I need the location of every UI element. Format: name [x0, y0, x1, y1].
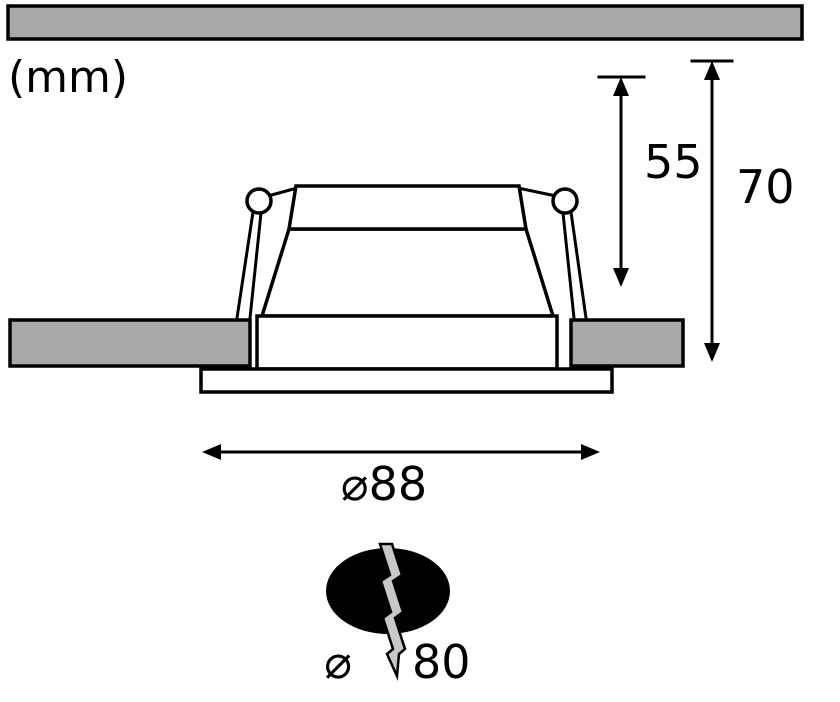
spring-wire [235, 210, 255, 320]
spring-wire [561, 211, 576, 320]
ceiling-panel [6, 4, 804, 41]
spring-wire [569, 210, 588, 320]
ceiling-cutout-view: ⌀ 80 [324, 542, 471, 689]
dimension-value: 55 [644, 135, 703, 189]
arrowhead-up-icon [613, 77, 629, 96]
spring-arm-left [266, 186, 299, 198]
cutout-diameter-value: 80 [412, 635, 471, 689]
housing-base [255, 314, 559, 371]
dimension-value: ⌀88 [341, 457, 427, 511]
cutout-diameter-symbol: ⌀ [324, 635, 352, 689]
downlight-cross-section [8, 184, 685, 394]
units-label: (mm) [8, 52, 128, 103]
trim-flange [199, 367, 614, 394]
reflector-cone [259, 227, 556, 318]
spring-pivot-right [551, 187, 579, 215]
arrowhead-right-icon [581, 444, 600, 460]
ceiling-cutaway-right [569, 318, 685, 368]
spring-arm-right [516, 186, 558, 198]
spring-wire [248, 211, 263, 320]
arrowhead-up-icon [704, 61, 720, 80]
lightning-bolt-icon [378, 542, 407, 681]
spring-pivot-left [245, 187, 273, 215]
arrowhead-down-icon [704, 343, 720, 362]
arrowhead-left-icon [202, 444, 221, 460]
dimension-bezel-diameter: ⌀88 [202, 444, 600, 511]
dimension-recess-depth: 55 [597, 75, 703, 287]
housing-top-rim [286, 184, 529, 231]
dimension-value: 70 [736, 160, 795, 214]
ceiling-cutaway-left [8, 318, 252, 368]
dimension-total-height: 70 [690, 59, 795, 362]
arrowhead-down-icon [613, 268, 629, 287]
